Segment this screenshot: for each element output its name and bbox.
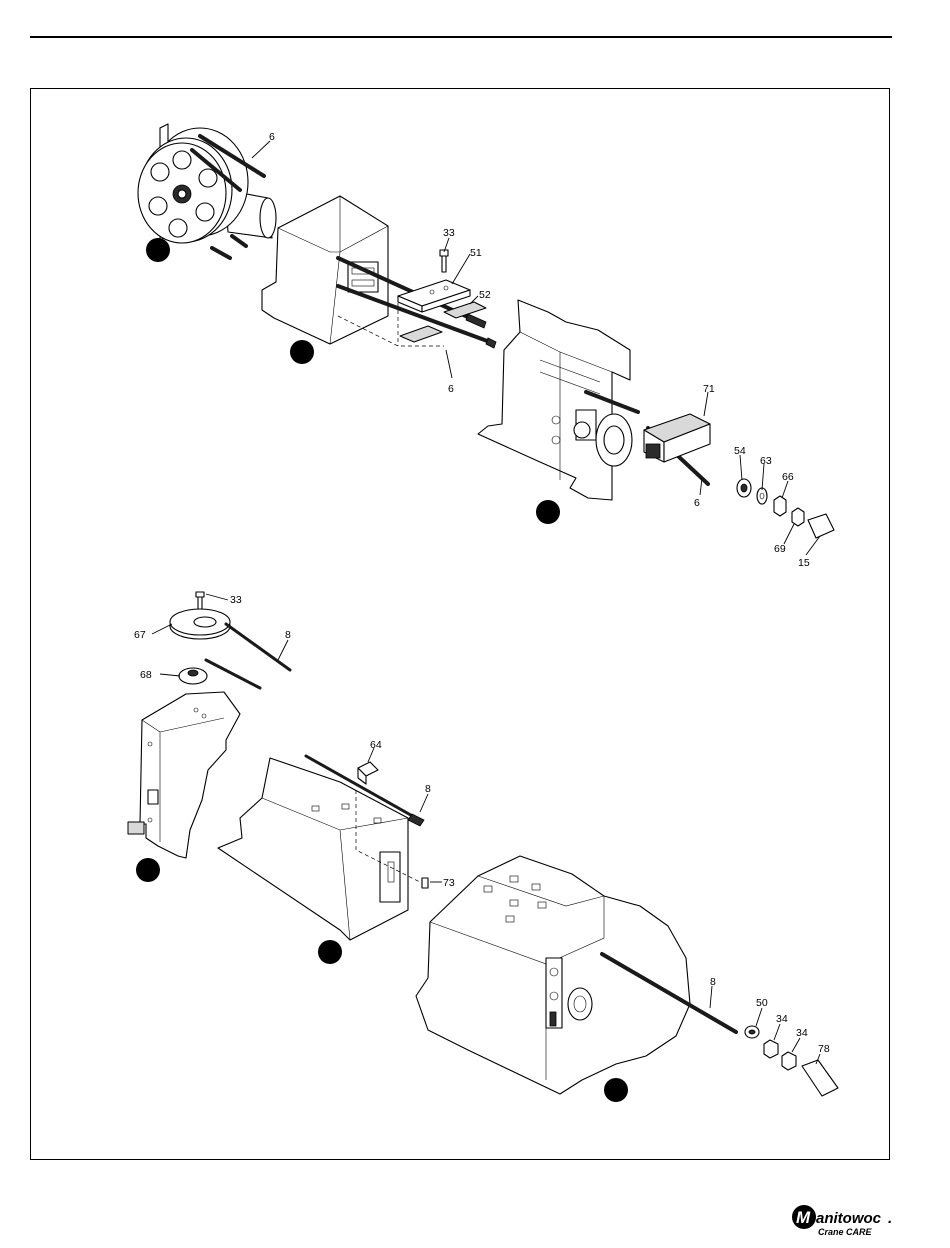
callout-73: 73 bbox=[443, 877, 455, 889]
callout-6: 6 bbox=[269, 131, 275, 143]
callout-6: 6 bbox=[448, 383, 454, 395]
logo-dot: . bbox=[888, 1210, 892, 1227]
callout-68: 68 bbox=[140, 669, 152, 681]
nut-69 bbox=[792, 508, 804, 526]
callout-63: 63 bbox=[760, 455, 772, 467]
marker-dot bbox=[290, 340, 314, 364]
nut-34-a bbox=[764, 1040, 778, 1058]
callout-51: 51 bbox=[470, 247, 482, 259]
logo-wordmark: anitowoc bbox=[816, 1210, 882, 1227]
left-housing-lower bbox=[128, 692, 240, 858]
callout-34: 34 bbox=[776, 1013, 788, 1025]
callout-54: 54 bbox=[734, 445, 746, 457]
callout-6: 6 bbox=[694, 497, 700, 509]
end-fitting-78 bbox=[802, 1060, 838, 1096]
callout-15: 15 bbox=[798, 557, 810, 569]
callout-67: 67 bbox=[134, 629, 146, 641]
callout-33: 33 bbox=[230, 594, 242, 606]
callout-78: 78 bbox=[818, 1043, 830, 1055]
screw-33-top bbox=[440, 250, 448, 272]
housing-box-upper bbox=[262, 196, 496, 348]
logo-subtitle: Crane CARE bbox=[818, 1227, 873, 1237]
callout-8: 8 bbox=[285, 629, 291, 641]
marker-dot bbox=[146, 238, 170, 262]
callout-8: 8 bbox=[425, 783, 431, 795]
washer-50 bbox=[745, 1026, 759, 1038]
callout-8: 8 bbox=[710, 976, 716, 988]
pin-73 bbox=[422, 878, 428, 888]
end-fitting-15 bbox=[808, 514, 834, 538]
callout-64: 64 bbox=[370, 739, 382, 751]
middle-housing-lower bbox=[218, 756, 424, 940]
hub-68 bbox=[179, 668, 207, 684]
marker-dot bbox=[536, 500, 560, 524]
nut-34-b bbox=[782, 1052, 796, 1070]
callout-34: 34 bbox=[796, 1027, 808, 1039]
pulley-67 bbox=[170, 609, 230, 639]
marker-dot bbox=[136, 858, 160, 882]
marker-dot bbox=[604, 1078, 628, 1102]
clamp-71 bbox=[644, 414, 710, 462]
callout-69: 69 bbox=[774, 543, 786, 555]
washer-63 bbox=[757, 488, 767, 504]
callout-50: 50 bbox=[756, 997, 768, 1009]
callout-71: 71 bbox=[703, 383, 715, 395]
callout-52: 52 bbox=[479, 289, 491, 301]
washer-54 bbox=[737, 479, 751, 497]
callout-66: 66 bbox=[782, 471, 794, 483]
callout-33: 33 bbox=[443, 227, 455, 239]
manitowoc-logo: M anitowoc . Crane CARE bbox=[790, 1200, 910, 1240]
cable-box-upper-right bbox=[478, 300, 708, 500]
nut-66 bbox=[774, 496, 786, 516]
marker-dot bbox=[318, 940, 342, 964]
bracket-64 bbox=[358, 762, 378, 784]
logo-initial: M bbox=[796, 1208, 811, 1227]
cable-box-lower-right bbox=[416, 856, 736, 1094]
